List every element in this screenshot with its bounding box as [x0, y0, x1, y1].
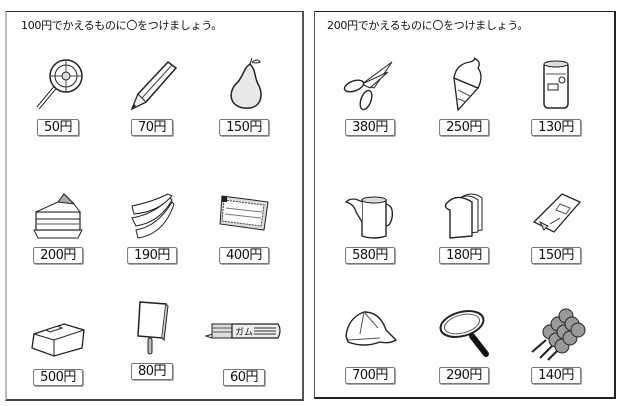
item-dango[interactable]: 140円 [511, 302, 601, 402]
price-label: 580円 [345, 247, 395, 264]
worksheet-100yen: 100円でかえるものに〇をつけましょう。 50円 70円 150円 200円 [5, 11, 304, 401]
price-label: 130円 [531, 119, 581, 136]
price-label: 190円 [127, 247, 177, 264]
magnifying-glass-icon [434, 302, 494, 362]
item-can[interactable]: 130円 [511, 54, 601, 154]
price-label: 500円 [33, 369, 83, 386]
lollipop-icon [28, 54, 88, 114]
bread-icon [434, 182, 494, 242]
item-lollipop[interactable]: 50円 [13, 54, 103, 154]
item-pear[interactable]: 150円 [199, 54, 289, 154]
price-label: 150円 [531, 247, 581, 264]
item-kettle[interactable]: 580円 [325, 182, 415, 282]
item-gum[interactable]: ガム 60円 [199, 304, 289, 404]
price-label: 180円 [439, 247, 489, 264]
ice-cream-icon [434, 54, 494, 114]
item-snack-pack[interactable]: 150円 [511, 182, 601, 282]
item-bread[interactable]: 180円 [419, 182, 509, 282]
item-scissors[interactable]: 380円 [325, 54, 415, 154]
worksheet-title: 100円でかえるものに〇をつけましょう。 [21, 19, 223, 32]
price-label: 70円 [130, 119, 174, 136]
banana-icon [122, 182, 182, 242]
pear-icon [214, 54, 274, 114]
item-cake[interactable]: 200円 [13, 182, 103, 282]
price-label: 80円 [130, 363, 174, 380]
item-popsicle[interactable]: 80円 [107, 298, 197, 398]
can-icon [526, 54, 586, 114]
scissors-icon [340, 54, 400, 114]
item-book[interactable]: 500円 [13, 304, 103, 404]
kettle-icon [340, 182, 400, 242]
cap-icon [340, 302, 400, 362]
item-banana[interactable]: 190円 [107, 182, 197, 282]
price-label: 400円 [219, 247, 269, 264]
gum-icon: ガム [204, 304, 284, 364]
pencil-icon [122, 54, 182, 114]
item-ice-cream[interactable]: 250円 [419, 54, 509, 154]
price-label: 250円 [439, 119, 489, 136]
price-label: 700円 [345, 367, 395, 384]
price-label: 150円 [219, 119, 269, 136]
popsicle-icon [122, 298, 182, 358]
price-label: 380円 [345, 119, 395, 136]
paint-set-icon [214, 182, 274, 242]
item-paint-set[interactable]: 400円 [199, 182, 289, 282]
cake-icon [28, 182, 88, 242]
price-label: 290円 [439, 367, 489, 384]
item-pencil[interactable]: 70円 [107, 54, 197, 154]
price-label: 50円 [36, 119, 80, 136]
worksheet-title: 200円でかえるものに〇をつけましょう。 [327, 19, 529, 32]
snack-pack-icon [526, 182, 586, 242]
book-icon [28, 304, 88, 364]
gum-label: ガム [235, 327, 253, 338]
price-label: 60円 [222, 369, 266, 386]
worksheet-200yen: 200円でかえるものに〇をつけましょう。 380円 250円 130円 580円… [314, 11, 616, 399]
item-cap[interactable]: 700円 [325, 302, 415, 402]
price-label: 200円 [33, 247, 83, 264]
item-magnifier[interactable]: 290円 [419, 302, 509, 402]
dango-icon [526, 302, 586, 362]
price-label: 140円 [531, 367, 581, 384]
